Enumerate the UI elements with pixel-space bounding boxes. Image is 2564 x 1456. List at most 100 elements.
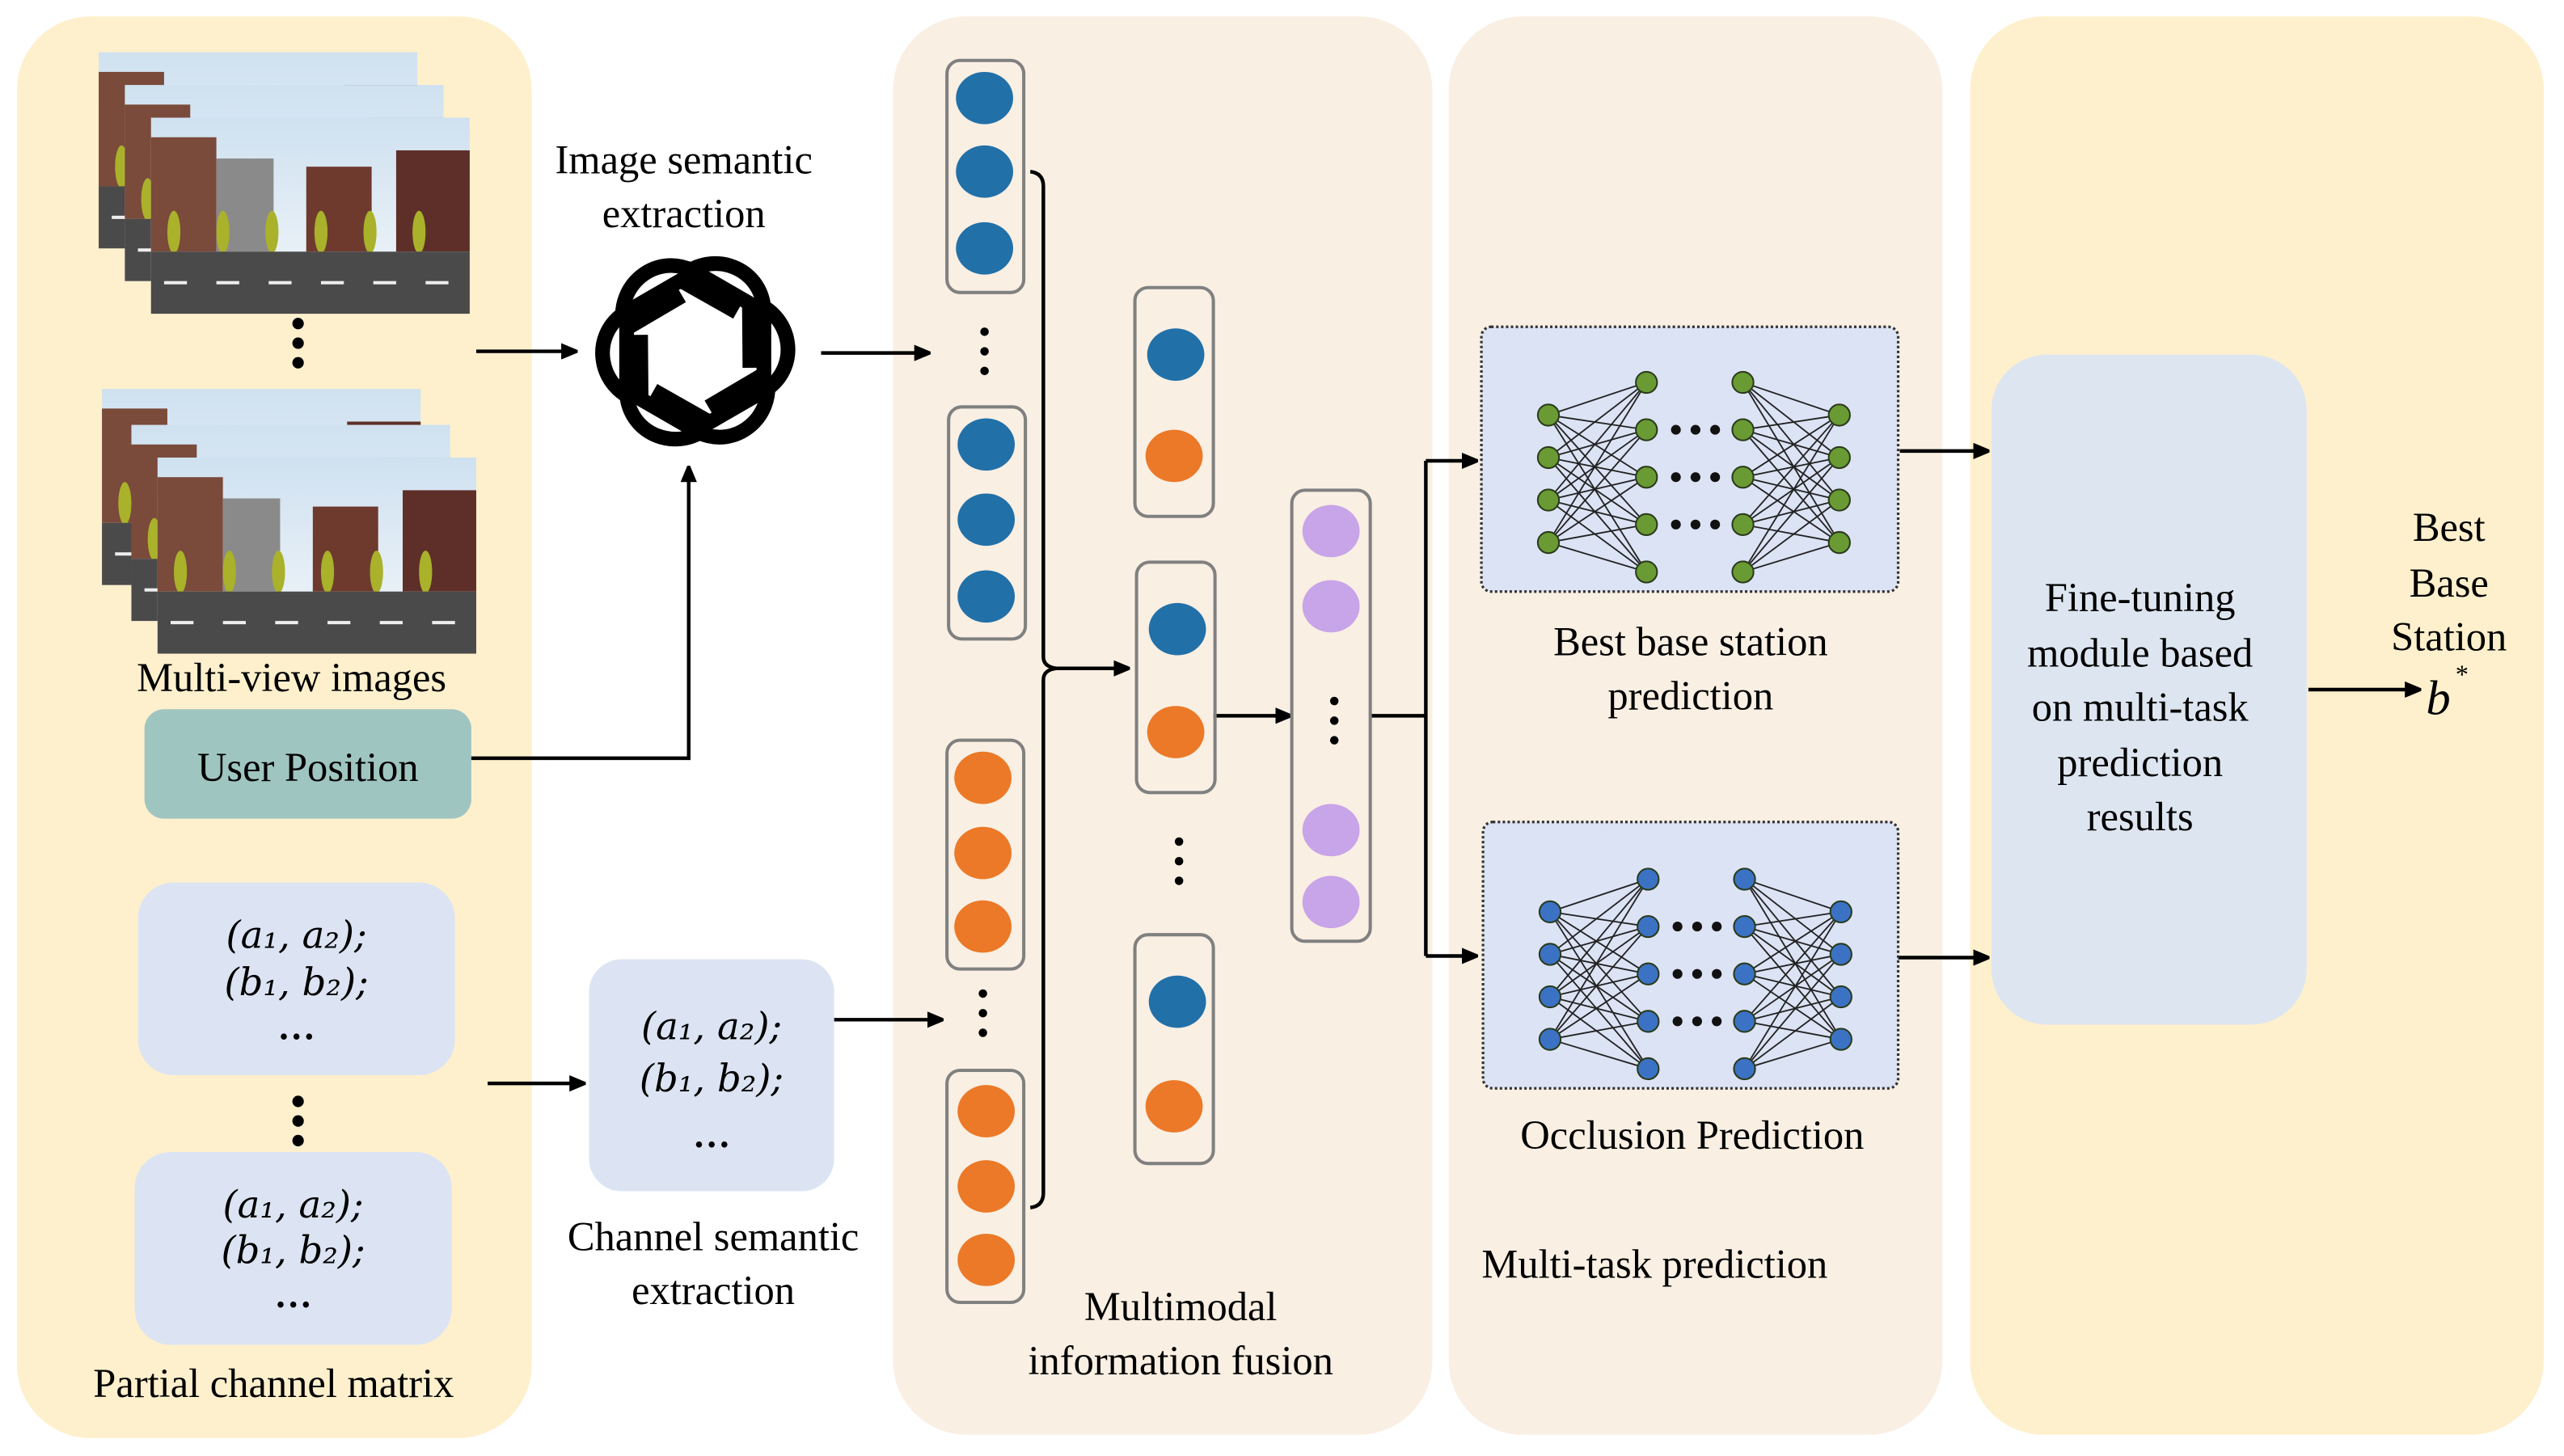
matrix-line-1: (a₁, a₂); <box>223 1183 364 1226</box>
feature-node <box>1148 602 1206 656</box>
occlusion-label: Occlusion Prediction <box>1520 1112 1864 1158</box>
channel-vectors-ellipsis <box>978 989 987 1037</box>
fusion-label-1: Multimodal <box>1084 1284 1278 1329</box>
feature-node <box>1302 804 1360 857</box>
connector-arrows <box>471 170 2419 1209</box>
neuron <box>1538 1028 1562 1051</box>
result-superscript: * <box>2456 660 2469 689</box>
feature-node <box>954 751 1012 804</box>
image-extraction-label-2: extraction <box>602 191 766 236</box>
feature-node <box>1147 706 1205 758</box>
multi-view-image-stack-1 <box>99 52 470 314</box>
channel-matrix-box-1: (a₁, a₂); (b₁, b₂); … <box>137 882 455 1076</box>
best-bs-label-2: prediction <box>1607 673 1773 718</box>
feature-node <box>957 570 1016 623</box>
occlusion-nn-box <box>1481 821 1900 1090</box>
image-extraction-label-1: Image semantic <box>555 137 812 182</box>
neuron <box>1827 445 1851 470</box>
channel-feature-vector-2 <box>945 1068 1026 1305</box>
feature-node <box>1145 1080 1203 1133</box>
image-feature-vector-1 <box>945 58 1026 294</box>
fusion-label-2: information fusion <box>1028 1338 1333 1383</box>
feature-node <box>956 145 1013 198</box>
openai-logo-icon <box>585 248 805 455</box>
neuron <box>1637 962 1660 985</box>
paired-feature-vector-2 <box>1134 560 1217 795</box>
channel-extraction-label-2: extraction <box>631 1268 795 1313</box>
neuron <box>1733 1010 1756 1033</box>
finetune-line-1: Fine-tuning <box>2045 575 2236 620</box>
fused-feature-vector <box>1290 488 1372 943</box>
neuron <box>1733 914 1756 939</box>
feature-node <box>954 826 1012 880</box>
image-vectors-ellipsis <box>980 327 989 376</box>
feature-node <box>1302 504 1360 558</box>
image-feature-vector-2 <box>947 405 1028 641</box>
channel-line-2: (b₁, b₂); <box>640 1057 784 1100</box>
neuron <box>1829 900 1852 924</box>
paired-feature-vector-1 <box>1133 285 1215 518</box>
arrow-user-position-to-extraction <box>471 467 689 761</box>
channel-line-1: (a₁, a₂); <box>641 1005 782 1049</box>
neuron <box>1536 403 1561 427</box>
neuron <box>1829 943 1852 966</box>
feature-node <box>1148 975 1206 1028</box>
neuron <box>1536 445 1561 470</box>
neuron <box>1635 418 1658 441</box>
channel-extraction-box: (a₁, a₂); (b₁, b₂); … <box>589 959 834 1192</box>
matrix-ellipsis <box>292 1095 304 1146</box>
result-symbol: b <box>2426 671 2450 725</box>
matrix-line-3: … <box>274 1275 311 1316</box>
finetune-line-5: results <box>2087 794 2194 839</box>
neuron <box>1731 513 1755 536</box>
neuron <box>1635 513 1658 536</box>
result-label-2: Base <box>2410 560 2489 606</box>
neuron <box>1829 1028 1852 1051</box>
feature-node <box>957 418 1016 471</box>
neuron <box>1536 530 1561 555</box>
neuron <box>1635 466 1658 489</box>
multi-view-image-stack-2 <box>102 389 476 654</box>
neuron <box>1637 867 1660 891</box>
feature-node <box>956 222 1013 275</box>
neuron <box>1829 985 1852 1009</box>
street-view-image <box>157 457 476 654</box>
neuron <box>1731 466 1755 489</box>
street-view-image <box>150 117 470 314</box>
neuron <box>1733 867 1756 891</box>
feature-node <box>1145 429 1203 483</box>
channel-feature-vector-1 <box>945 738 1026 971</box>
multitask-panel <box>1448 16 1943 1435</box>
feature-node <box>1147 328 1205 381</box>
neural-network-icon <box>1538 867 1852 1081</box>
feature-node <box>1302 580 1360 633</box>
fusion-vectors <box>945 58 1372 1305</box>
neural-network-icon <box>1536 370 1851 584</box>
neuron <box>1827 530 1851 555</box>
multi-view-images-label: Multi-view images <box>137 655 446 700</box>
images-ellipsis <box>292 318 304 369</box>
feature-node <box>954 900 1012 953</box>
neuron <box>1733 1057 1756 1081</box>
neuron <box>1635 560 1658 584</box>
neuron <box>1827 488 1851 512</box>
matrix-line-3: … <box>277 1007 315 1049</box>
fused-vector-ellipsis <box>1329 696 1339 745</box>
neuron <box>1731 560 1755 584</box>
paired-feature-vector-3 <box>1133 933 1215 1166</box>
result-label-3: Station <box>2391 614 2507 659</box>
partial-channel-matrix-label: Partial channel matrix <box>93 1361 454 1406</box>
neuron <box>1637 1010 1660 1033</box>
multitask-panel-label: Multi-task prediction <box>1481 1242 1827 1287</box>
feature-node <box>957 493 1016 547</box>
feature-node <box>957 1234 1016 1286</box>
neuron <box>1538 943 1562 966</box>
user-position-box <box>144 709 471 819</box>
neuron <box>1827 403 1851 427</box>
feature-node <box>957 1160 1016 1213</box>
feature-node <box>957 1085 1016 1137</box>
matrix-line-2: (b₁, b₂); <box>225 960 369 1004</box>
result-label-1: Best <box>2413 504 2486 550</box>
